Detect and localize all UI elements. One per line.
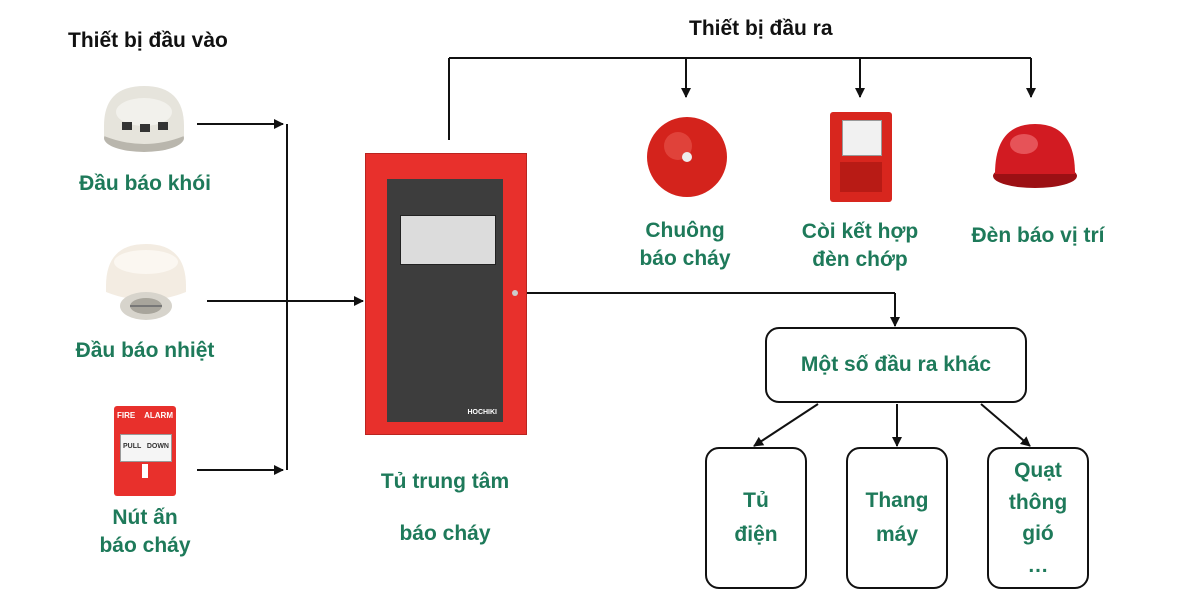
mcp-glass: PULL DOWN bbox=[120, 434, 172, 462]
mcp-fire-text: FIRE bbox=[117, 411, 136, 420]
fire-alarm-control-panel: HOCHIKI bbox=[365, 153, 527, 435]
smoke-detector-label: Đầu báo khói bbox=[79, 172, 211, 195]
manual-call-point-label: Nút ấn báo cháy bbox=[99, 506, 191, 558]
horn-strobe-icon bbox=[830, 112, 892, 202]
output-elevator-box: Thang máy bbox=[846, 447, 948, 589]
input-devices-heading: Thiết bị đầu vào bbox=[68, 29, 228, 52]
control-panel-label: Tủ trung tâm báo cháy bbox=[380, 470, 510, 545]
location-lamp-label: Đèn báo vị trí bbox=[971, 224, 1105, 247]
mcp-alarm-text: ALARM bbox=[144, 411, 173, 420]
mcp-pull-text: PULL bbox=[123, 443, 142, 450]
sub3-arrow bbox=[980, 403, 1031, 447]
fire-bell-icon bbox=[647, 117, 727, 197]
strobe-lens bbox=[842, 120, 882, 156]
panel-front-window: HOCHIKI bbox=[387, 179, 503, 422]
heat-detector-icon bbox=[106, 244, 186, 320]
horn-grille bbox=[840, 162, 882, 192]
mcp-handle bbox=[142, 464, 148, 478]
mcp-down-text: DOWN bbox=[146, 443, 169, 450]
panel-lock-icon bbox=[512, 290, 518, 296]
sub1-arrow bbox=[753, 403, 819, 447]
output-ventilation-fan-box: Quạt thông gió … bbox=[987, 447, 1089, 589]
heat-detector-label: Đầu báo nhiệt bbox=[75, 339, 215, 362]
fire-bell-label: Chuông báo cháy bbox=[639, 219, 731, 271]
output-electrical-cabinet-box: Tủ điện bbox=[705, 447, 807, 589]
output-devices-heading: Thiết bị đầu ra bbox=[689, 17, 833, 40]
panel-brand: HOCHIKI bbox=[467, 409, 497, 416]
horn-strobe-label: Còi kết hợp đèn chớp bbox=[801, 220, 919, 272]
other-outputs-box: Một số đầu ra khác bbox=[765, 327, 1027, 403]
smoke-detector-icon bbox=[104, 86, 184, 152]
panel-indicator-grid bbox=[400, 215, 496, 265]
manual-call-point-icon: FIRE ALARM PULL DOWN bbox=[114, 406, 176, 496]
location-lamp-icon bbox=[993, 124, 1077, 188]
